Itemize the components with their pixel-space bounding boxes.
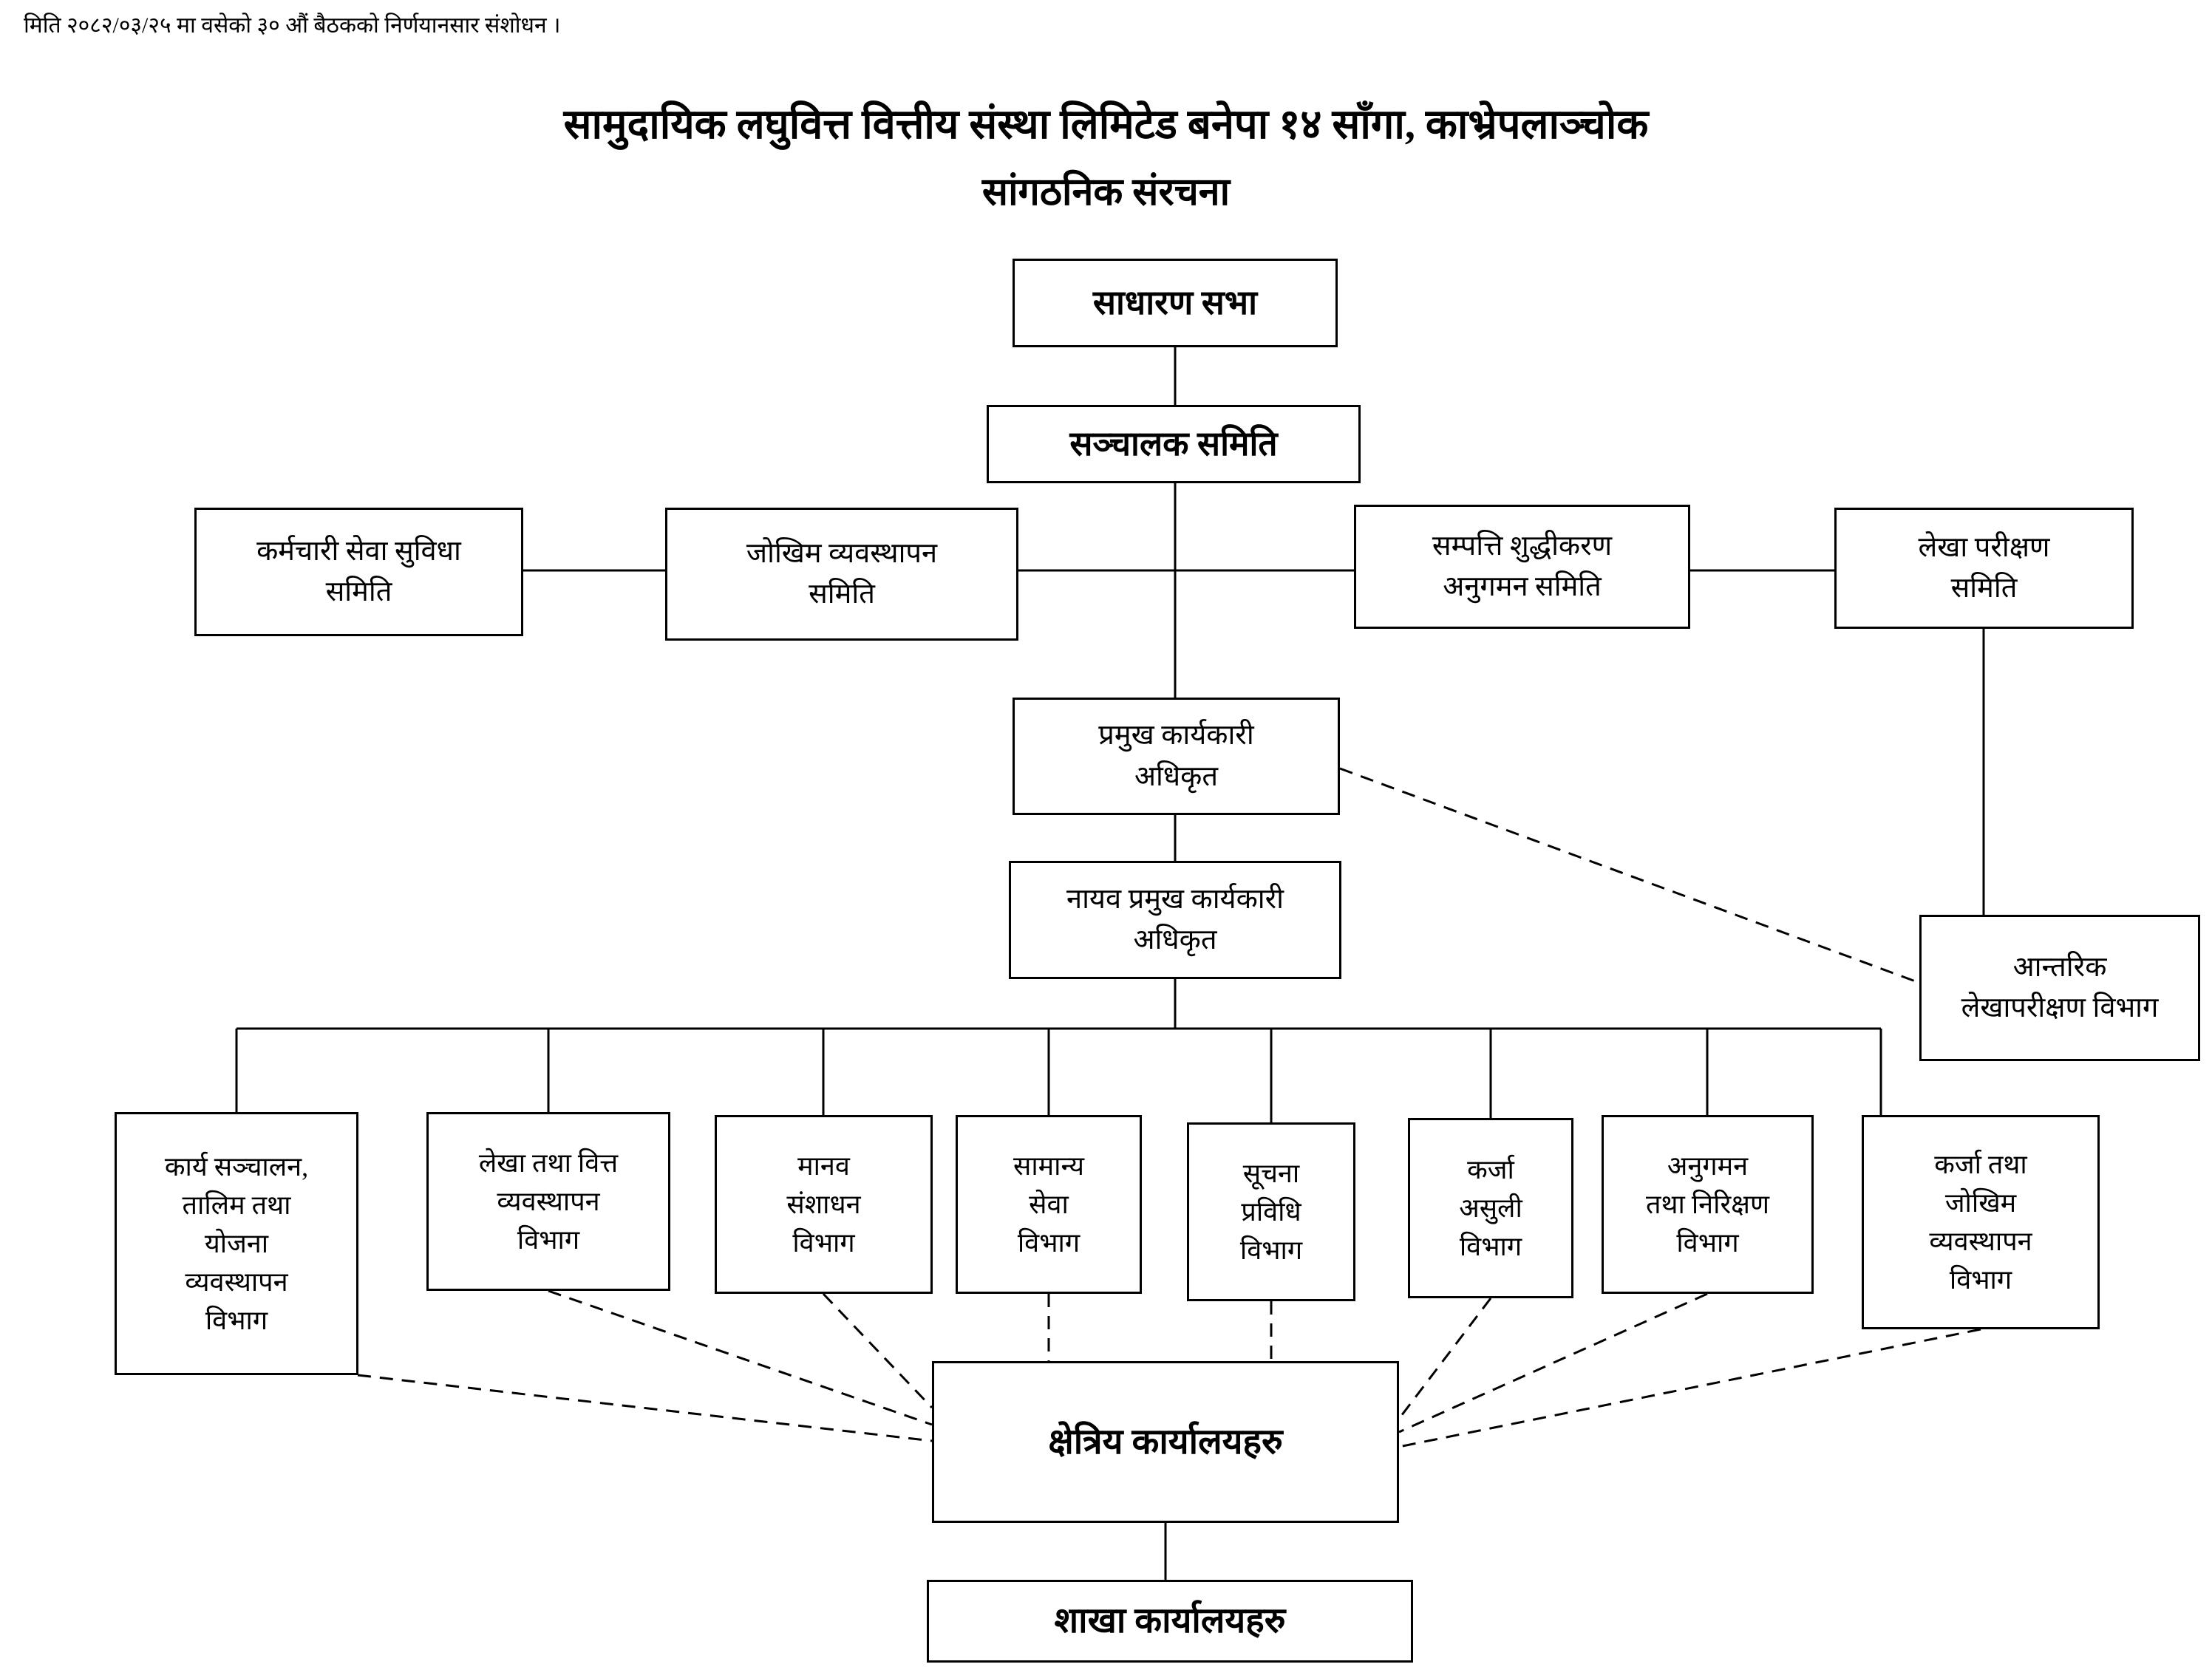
node-audit-committee: लेखा परीक्षण समिति [1834, 508, 2134, 629]
node-staff-welfare-committee: कर्मचारी सेवा सुविधा समिति [194, 508, 523, 636]
node-loan-recovery-department: कर्जा असुली विभाग [1408, 1118, 1573, 1298]
revision-note: मिति २०८२/०३/२५ मा वसेको ३० औं बैठकको नि… [24, 13, 561, 38]
node-general-assembly: साधारण सभा [1013, 259, 1338, 347]
node-internal-audit-department: आन्तरिक लेखापरीक्षण विभाग [1919, 915, 2200, 1061]
node-credit-risk-management-department: कर्जा तथा जोखिम व्यवस्थापन विभाग [1862, 1115, 2100, 1329]
node-aml-monitoring-committee: सम्पत्ति शुद्धीकरण अनुगमन समिति [1354, 505, 1690, 629]
node-branch-offices: शाखा कार्यालयहरु [927, 1580, 1413, 1663]
node-information-technology-department: सूचना प्रविधि विभाग [1187, 1122, 1355, 1301]
node-accounts-finance-department: लेखा तथा वित्त व्यवस्थापन विभाग [426, 1112, 670, 1291]
node-deputy-chief-executive-officer: नायव प्रमुख कार्यकारी अधिकृत [1009, 861, 1341, 979]
node-monitoring-inspection-department: अनुगमन तथा निरिक्षण विभाग [1602, 1115, 1814, 1294]
node-general-service-department: सामान्य सेवा विभाग [956, 1115, 1142, 1294]
node-human-resources-department: मानव संशाधन विभाग [715, 1115, 933, 1294]
solid-connectors [235, 347, 1985, 1580]
dashed-connectors [357, 767, 1981, 1448]
node-chief-executive-officer: प्रमुख कार्यकारी अधिकृत [1013, 698, 1340, 815]
node-risk-management-committee: जोखिम व्यवस्थापन समिति [665, 508, 1018, 641]
node-board-of-directors: सञ्चालक समिति [987, 405, 1361, 483]
node-regional-offices: क्षेत्रिय कार्यालयहरु [932, 1361, 1399, 1523]
chart-title: सामुदायिक लघुवित्त वित्तीय संस्था लिमिटे… [563, 102, 1649, 148]
node-operations-training-planning-department: कार्य सञ्चालन, तालिम तथा योजना व्यवस्थाप… [115, 1112, 358, 1375]
chart-subtitle: सांगठनिक संरचना [981, 171, 1231, 214]
